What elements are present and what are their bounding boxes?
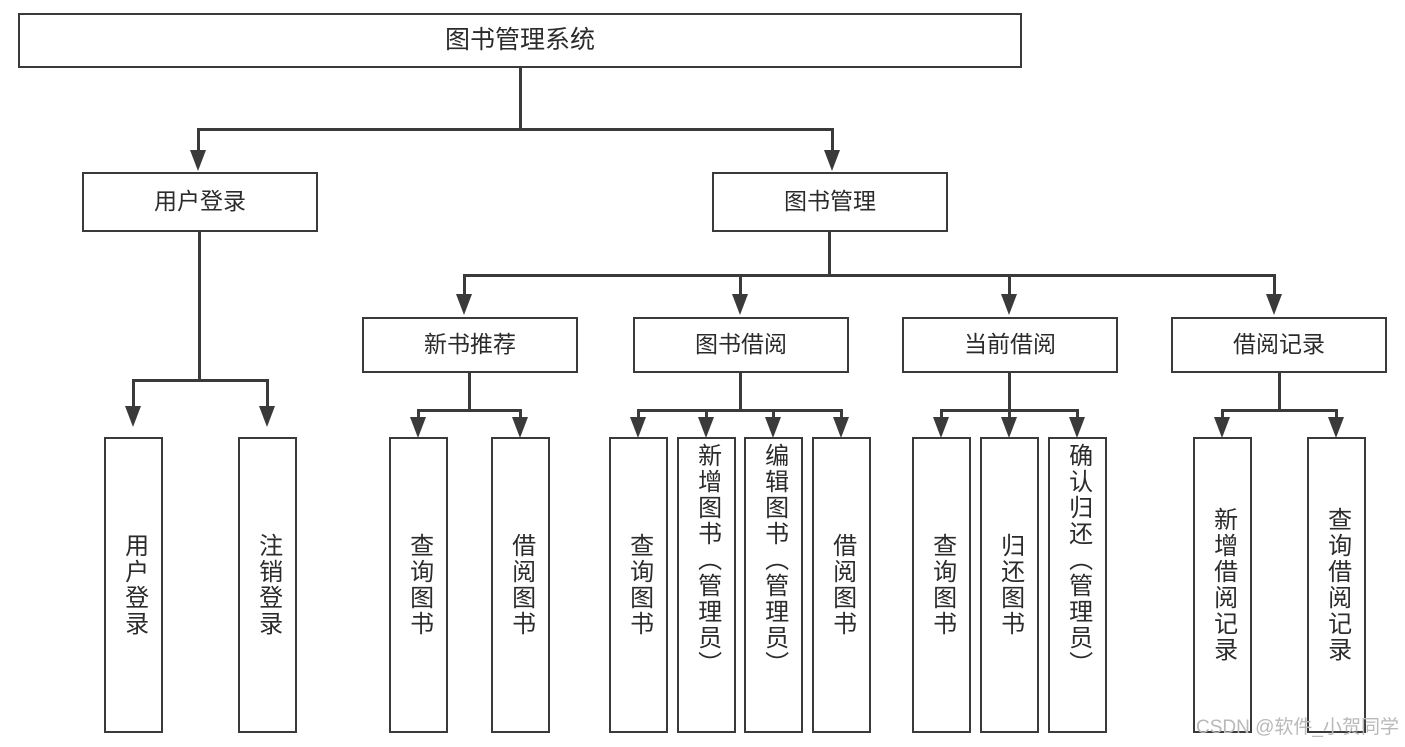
node-root-book-management-system[interactable]: 图书管理系统 — [18, 13, 1022, 68]
connector-bb-branch-2 — [705, 409, 708, 420]
leaf-cb-confirm-return-admin[interactable]: 确认归还（管理员） — [1048, 437, 1107, 733]
node-label: 用户登录 — [120, 533, 148, 637]
connector-book-management-stem — [828, 232, 831, 275]
arrowhead-nbr-leaf-2 — [512, 417, 528, 438]
arrowhead-cb-leaf-2 — [1001, 417, 1017, 438]
node-label: 查询图书 — [405, 533, 433, 637]
connector-br-branch-1 — [1221, 409, 1224, 420]
arrowhead-bb-leaf-1 — [630, 417, 646, 438]
leaf-bb-add-book-admin[interactable]: 新增图书（管理员） — [677, 437, 736, 733]
arrowhead-leaf-user-login — [125, 406, 141, 427]
node-label: 借阅图书 — [507, 533, 535, 637]
arrowhead-leaf-logout — [259, 406, 275, 427]
node-label: 注销登录 — [254, 533, 282, 637]
connector-bm-branch-3 — [1008, 274, 1011, 296]
leaf-br-add-record[interactable]: 新增借阅记录 — [1193, 437, 1252, 733]
connector-user-login-stem — [198, 232, 201, 380]
arrowhead-br-leaf-1 — [1214, 417, 1230, 438]
connector-bb-branch-4 — [840, 409, 843, 420]
connector-root-bus — [197, 128, 834, 131]
node-book-management[interactable]: 图书管理 — [712, 172, 948, 232]
connector-bb-branch-1 — [637, 409, 640, 420]
node-borrow-record[interactable]: 借阅记录 — [1171, 317, 1387, 373]
node-label: 确认归还（管理员） — [1064, 443, 1092, 677]
leaf-bb-borrow-book[interactable]: 借阅图书 — [812, 437, 871, 733]
leaf-cb-query-book[interactable]: 查询图书 — [912, 437, 971, 733]
leaf-logout[interactable]: 注销登录 — [238, 437, 297, 733]
connector-root-to-user-login — [197, 128, 200, 152]
node-user-login[interactable]: 用户登录 — [82, 172, 318, 232]
arrowhead-bb-leaf-3 — [765, 417, 781, 438]
connector-bm-branch-2 — [739, 274, 742, 296]
connector-br-bus — [1221, 409, 1338, 412]
connector-bb-branch-3 — [772, 409, 775, 420]
arrowhead-new-book-recommend — [456, 294, 472, 315]
connector-nbr-stem — [468, 373, 471, 410]
node-current-borrow[interactable]: 当前借阅 — [902, 317, 1118, 373]
connector-br-stem — [1278, 373, 1281, 410]
node-label: 当前借阅 — [964, 331, 1056, 358]
connector-book-management-bus — [463, 274, 1276, 277]
connector-cb-branch-1 — [940, 409, 943, 420]
leaf-nbr-borrow-book[interactable]: 借阅图书 — [491, 437, 550, 733]
connector-bb-bus — [637, 409, 843, 412]
connector-bb-stem — [739, 373, 742, 410]
node-label: 图书管理系统 — [444, 25, 595, 54]
leaf-nbr-query-book[interactable]: 查询图书 — [389, 437, 448, 733]
node-label: 图书借阅 — [695, 331, 787, 358]
connector-root-stem — [519, 68, 522, 129]
node-label: 查询借阅记录 — [1323, 507, 1351, 663]
node-book-borrow[interactable]: 图书借阅 — [633, 317, 849, 373]
leaf-bb-query-book[interactable]: 查询图书 — [609, 437, 668, 733]
node-label: 图书管理 — [784, 188, 876, 215]
connector-bm-branch-4 — [1273, 274, 1276, 296]
node-label: 用户登录 — [154, 188, 246, 215]
arrowhead-cb-leaf-3 — [1069, 417, 1085, 438]
connector-user-login-branch-2 — [266, 379, 269, 408]
connector-cb-branch-2 — [1008, 409, 1011, 420]
arrowhead-nbr-leaf-1 — [410, 417, 426, 438]
connector-nbr-bus — [417, 409, 522, 412]
leaf-br-query-record[interactable]: 查询借阅记录 — [1307, 437, 1366, 733]
arrowhead-bb-leaf-2 — [698, 417, 714, 438]
node-label: 新书推荐 — [424, 331, 516, 358]
node-label: 编辑图书（管理员） — [760, 443, 788, 677]
arrowhead-cb-leaf-1 — [933, 417, 949, 438]
connector-br-branch-2 — [1335, 409, 1338, 420]
arrowhead-current-borrow — [1001, 294, 1017, 315]
arrowhead-book-management — [824, 150, 840, 171]
arrowhead-borrow-record — [1266, 294, 1282, 315]
arrowhead-bb-leaf-4 — [833, 417, 849, 438]
connector-user-login-branch-1 — [132, 379, 135, 408]
node-label: 新增借阅记录 — [1209, 507, 1237, 663]
connector-user-login-bus — [132, 379, 269, 382]
connector-nbr-branch-2 — [519, 409, 522, 420]
leaf-bb-edit-book-admin[interactable]: 编辑图书（管理员） — [744, 437, 803, 733]
node-label: 新增图书（管理员） — [693, 443, 721, 677]
leaf-cb-return-book[interactable]: 归还图书 — [980, 437, 1039, 733]
node-label: 查询图书 — [928, 533, 956, 637]
node-new-book-recommend[interactable]: 新书推荐 — [362, 317, 578, 373]
connector-cb-stem — [1008, 373, 1011, 410]
node-label: 借阅图书 — [828, 533, 856, 637]
arrowhead-book-borrow — [732, 294, 748, 315]
connector-cb-branch-3 — [1076, 409, 1079, 420]
connector-root-to-book-management — [831, 128, 834, 152]
arrowhead-user-login — [190, 150, 206, 171]
connector-nbr-branch-1 — [417, 409, 420, 420]
leaf-user-login[interactable]: 用户登录 — [104, 437, 163, 733]
node-label: 归还图书 — [996, 533, 1024, 637]
node-label: 借阅记录 — [1233, 331, 1325, 358]
node-label: 查询图书 — [625, 533, 653, 637]
connector-bm-branch-1 — [463, 274, 466, 296]
arrowhead-br-leaf-2 — [1328, 417, 1344, 438]
